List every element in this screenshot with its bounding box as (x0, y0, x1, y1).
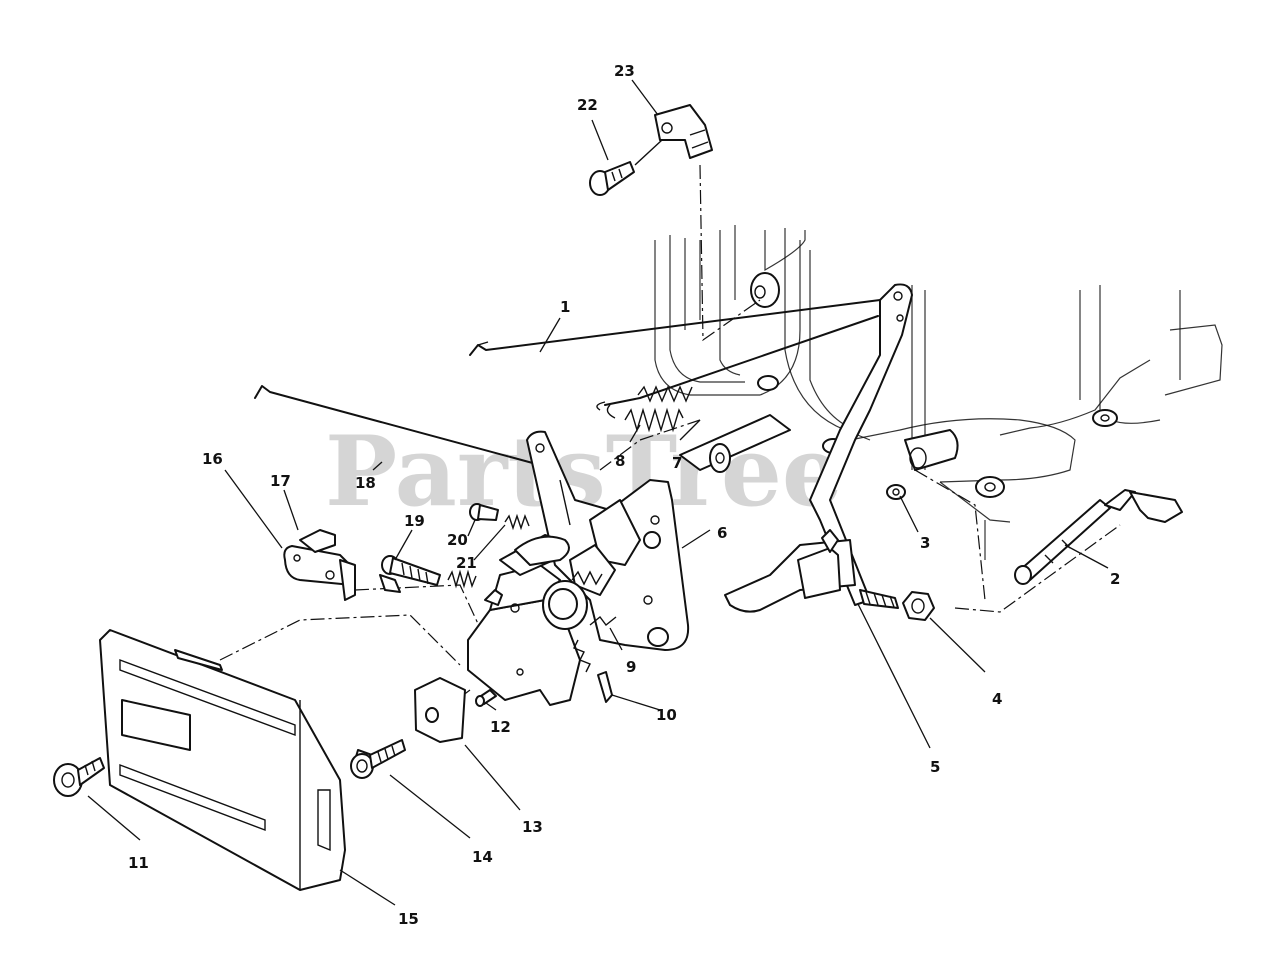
callout-23: 23 (614, 62, 635, 80)
callout-22: 22 (577, 96, 598, 114)
part-15-cover-plate (99, 629, 346, 891)
callout-3: 3 (920, 534, 930, 552)
part-7-shaft (679, 414, 791, 473)
callout-8: 8 (615, 452, 625, 470)
callout-10: 10 (656, 706, 677, 724)
part-20-screw (469, 503, 499, 521)
part-21-spring (504, 513, 530, 531)
callout-4: 4 (992, 690, 1002, 708)
callout-9: 9 (626, 658, 636, 676)
callout-16: 16 (202, 450, 223, 468)
callout-15: 15 (398, 910, 419, 928)
part-2-governor-shaft (1014, 489, 1183, 585)
part-5-governor-lever (724, 283, 913, 613)
part-8-spring (606, 404, 684, 433)
callout-6: 6 (717, 524, 727, 542)
part-19-bolt (381, 555, 477, 589)
callout-18: 18 (355, 474, 376, 492)
part-23-cable-clamp (654, 104, 713, 159)
part-17-clip (299, 529, 401, 593)
part-7-governor-spring (596, 315, 879, 411)
callout-21: 21 (456, 554, 477, 572)
callout-19: 19 (404, 512, 425, 530)
part-4-nut (859, 589, 935, 621)
part-11-bolt (53, 757, 105, 797)
control-assembly (467, 499, 641, 706)
callout-12: 12 (490, 718, 511, 736)
part-12-screw (475, 689, 497, 707)
part-1-throttle-link (469, 299, 891, 356)
part-22-screw (589, 139, 663, 196)
leader-lines (87, 79, 1109, 906)
part-10-tab (597, 671, 613, 703)
part-13-bracket (414, 677, 466, 743)
callout-17: 17 (270, 472, 291, 490)
part-14-bolt (350, 739, 406, 779)
callout-labels: 1 2 3 4 5 6 7 8 9 10 11 12 13 14 15 16 1… (128, 62, 1120, 928)
callout-5: 5 (930, 758, 940, 776)
callout-13: 13 (522, 818, 543, 836)
callout-1: 1 (560, 298, 570, 316)
part-3-pin (886, 484, 906, 500)
callout-20: 20 (447, 531, 468, 549)
callout-11: 11 (128, 854, 149, 872)
callout-14: 14 (472, 848, 493, 866)
callout-7: 7 (672, 454, 682, 472)
callout-2: 2 (1110, 570, 1120, 588)
part-16-choke-plate (283, 545, 356, 601)
